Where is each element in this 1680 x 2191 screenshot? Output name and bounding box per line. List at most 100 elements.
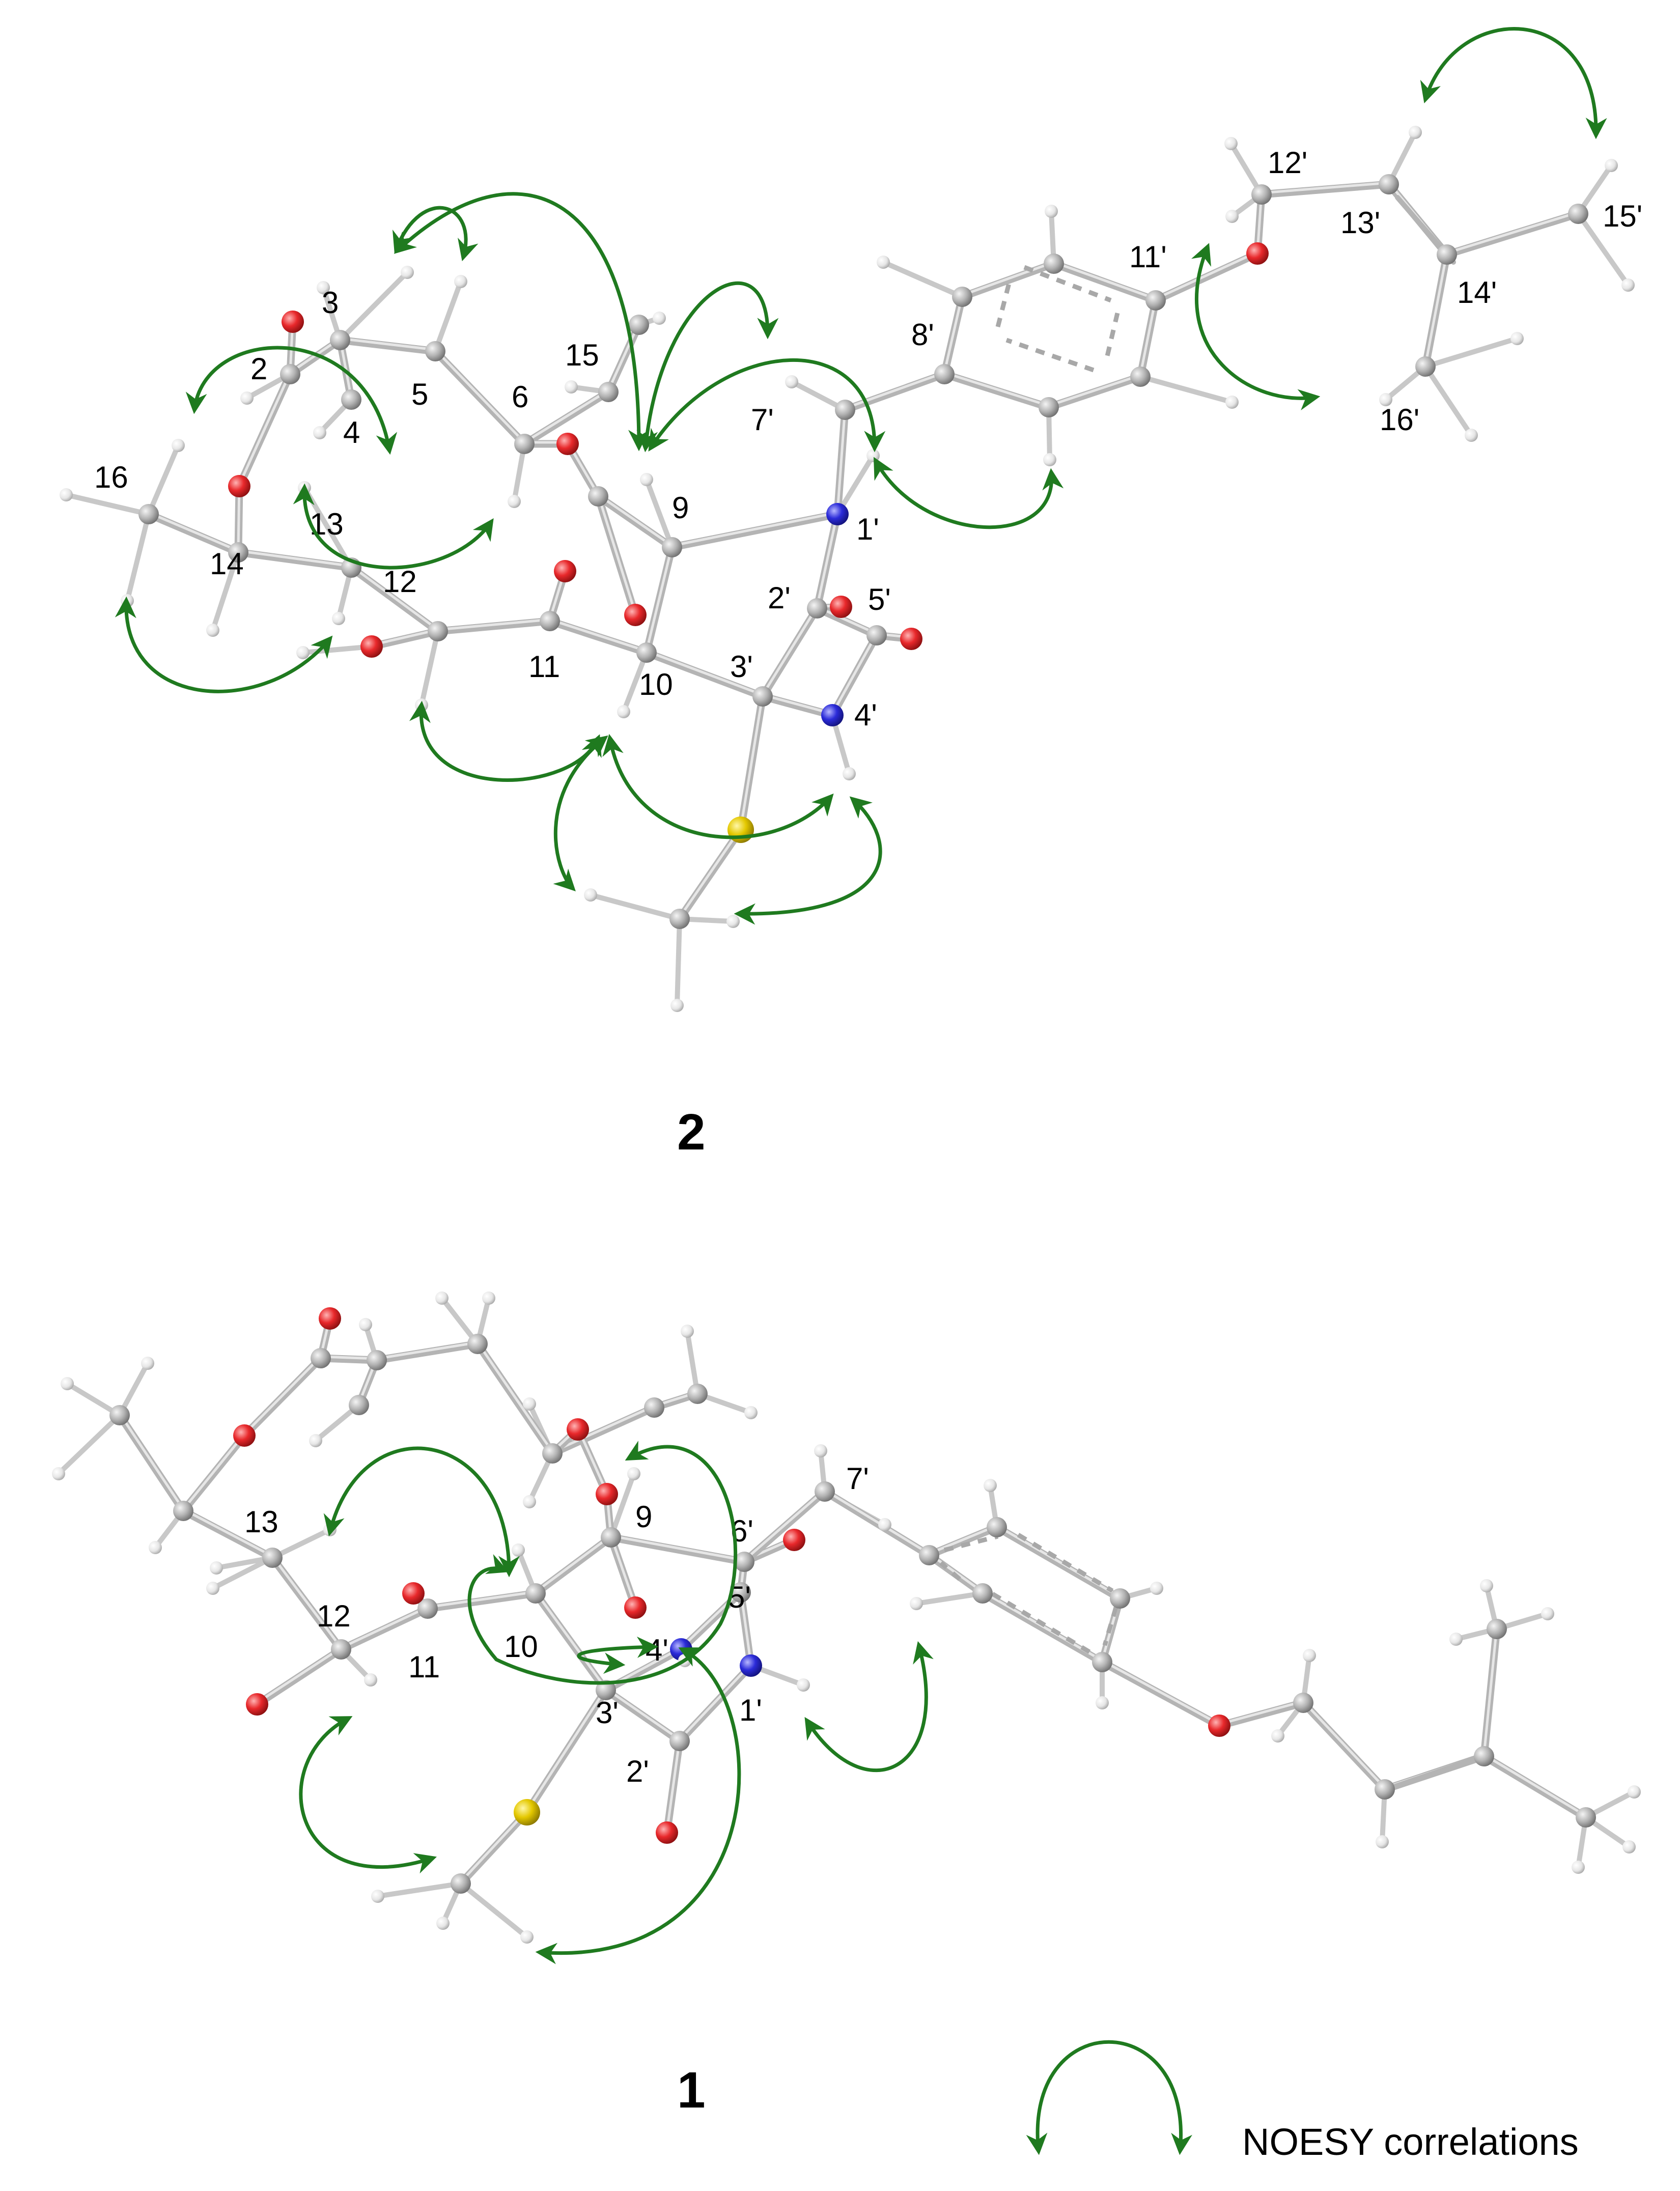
c1-atom-carbon-C16p [1576,1807,1596,1828]
c1-atom-carbon-C6p [734,1552,754,1572]
c1-bond-highlight-C12p-C13p [1302,1700,1386,1789]
c2-bond-C12p-C13p [1257,180,1393,199]
c2-bond-highlight-C7-O8 [597,493,637,615]
c1-atom-hydrogen-i1 [359,1318,372,1331]
c2-bond-C5p-C2p [813,604,881,639]
c1-bond-Ca4-i29 [914,1591,985,1606]
c2-label-5: 5 [411,377,428,411]
c2-atom-hydrogen-h16 [206,624,219,637]
c2-atom-carbon-C5p [866,625,887,645]
c1-atom-hydrogen-i31 [1271,1729,1284,1743]
compound-2-label: 2 [677,1104,706,1161]
c2-atom-hydrogen-h24 [785,375,798,388]
c2-label-13p: 13' [1340,206,1380,240]
c2-bond-C14-C16 [145,510,242,556]
c1-noesy-4 [299,1716,437,1874]
c2-atom-oxygen-O1 [228,475,250,497]
c2-atom-carbon-Ca2 [1044,254,1064,274]
c1-atom-carbon-Ca3 [1092,1652,1112,1672]
c2-atom-hydrogen-h33 [1621,278,1635,292]
c2-label-4p: 4' [854,698,877,732]
c2-atom-carbon-C15 [598,382,619,402]
c2-label-2: 2 [250,352,267,386]
c2-atom-nitrogen-N1p [826,503,849,525]
c2-atom-carbon-C2 [280,364,300,384]
c1-atom-carbon-Cb [367,1350,387,1370]
c1-atom-hydrogen-i8 [523,1495,536,1508]
c2-atom-oxygen-O11p [1246,242,1269,265]
c1-bond-highlight-C3p-S [525,1687,607,1812]
c1-atom-oxygen-Od [596,1483,618,1505]
c2-atom-carbon-C5 [425,341,445,361]
c2-bond-highlight-N1p-C2p [816,511,839,608]
c1-atom-carbon-Ce [542,1443,563,1464]
c2-bond-highlight-C14p-C16p [1424,251,1448,367]
c2-bond-C14p-C15p [1443,210,1582,259]
c2-atom-oxygen-O2a [282,311,304,333]
c2-noesy-12 [602,734,834,839]
c2-atom-carbon-C14 [228,542,248,563]
c2-bond-highlight-C12-O12 [370,628,439,647]
c2-bond-C16-h14 [146,443,181,517]
c1-bond-highlight-C10-C9 [534,1534,612,1593]
c2-bond-Ca5-C8p [940,370,1053,411]
c2-label-6: 6 [512,380,528,414]
c1-bond-highlight-Ca-Ob [243,1355,322,1436]
c1-noesy-1 [323,1446,520,1578]
c1-atom-hydrogen-i2 [435,1291,449,1305]
c2-label-2p: 2' [768,581,791,615]
c2-atom-hydrogen-h25 [877,256,890,269]
c2-bond-highlight-C3p-N4p [761,693,834,715]
c2-bond-C12-h18 [419,629,440,708]
c2-bond-C11p-O11p [1152,249,1262,304]
c2-atom-hydrogen-h5 [454,275,467,288]
c2-atom-carbon-C9 [662,537,682,557]
c1-atom-hydrogen-i23 [520,1930,534,1944]
legend: NOESY correlations [1026,2040,1579,2163]
c2-atom-oxygen-O5p [900,628,922,650]
c2-noesy-8 [873,457,1064,529]
c1-bond-highlight-C10-C3p [534,1590,607,1690]
c1-label-12: 12 [317,1599,351,1633]
c2-label-11: 11 [528,650,560,684]
c2-bond-highlight-C7p-C8p [844,371,946,410]
c2-label-1p: 1' [856,512,879,546]
c1-bond-highlight-C9-C6p [609,1534,746,1562]
c1-atom-hydrogen-i4 [482,1291,495,1305]
legend-noesy-arrow-icon [1026,2040,1193,2155]
c2-atom-hydrogen-h31 [1409,126,1422,139]
c1-bond-C12-C11 [337,1605,432,1653]
c2-bond-highlight-C8p-Ca1 [943,294,964,374]
c2-atom-oxygen-O12 [360,635,383,658]
c1-atom-carbon-C11 [417,1598,438,1619]
c1-bond-highlight-C11-C10 [426,1590,537,1609]
c1-atom-oxygen-O6p [783,1529,805,1551]
c1-atom-hydrogen-i3 [309,1434,322,1447]
c1-label-13: 13 [244,1505,278,1539]
c2-atom-hydrogen-h12 [332,612,345,625]
c1-atom-carbon-Ca2 [1110,1588,1130,1609]
c1-atom-oxygen-O9 [624,1596,647,1619]
c2-atom-hydrogen-h19 [866,449,880,462]
c1-label-1p: 1' [739,1693,762,1727]
c2-atom-hydrogen-h34 [1510,332,1524,345]
c2-atom-hydrogen-h26 [1045,205,1058,218]
c1-atom-hydrogen-i9 [627,1467,640,1480]
c1-bond-highlight-O11p-C12p [1218,1700,1305,1726]
c1-atom-hydrogen-i37 [1572,1861,1585,1874]
c1-bond-C7p-C8p [821,1487,933,1559]
c2-atom-carbon-C2p [807,598,827,619]
c1-bond-C8p-Ca1 [925,1523,1001,1559]
c1-atom-hydrogen-i11 [52,1467,65,1480]
c1-atom-carbon-Ca1 [987,1517,1007,1537]
c1-atom-carbon-C2p [669,1731,690,1751]
c2-noesy-4 [393,206,479,262]
legend-label: NOESY correlations [1242,2121,1579,2163]
c2-bond-highlight-C11-C12 [436,618,551,631]
c2-bond-highlight-C5p-C2p [816,605,878,635]
c1-atom-carbon-C13p [1375,1779,1395,1800]
c1-atom-hydrogen-i12 [141,1357,154,1370]
c2-bond-Ca4-h27 [1138,374,1235,405]
c2-bond-highlight-Ca1-Ca2 [961,261,1055,297]
